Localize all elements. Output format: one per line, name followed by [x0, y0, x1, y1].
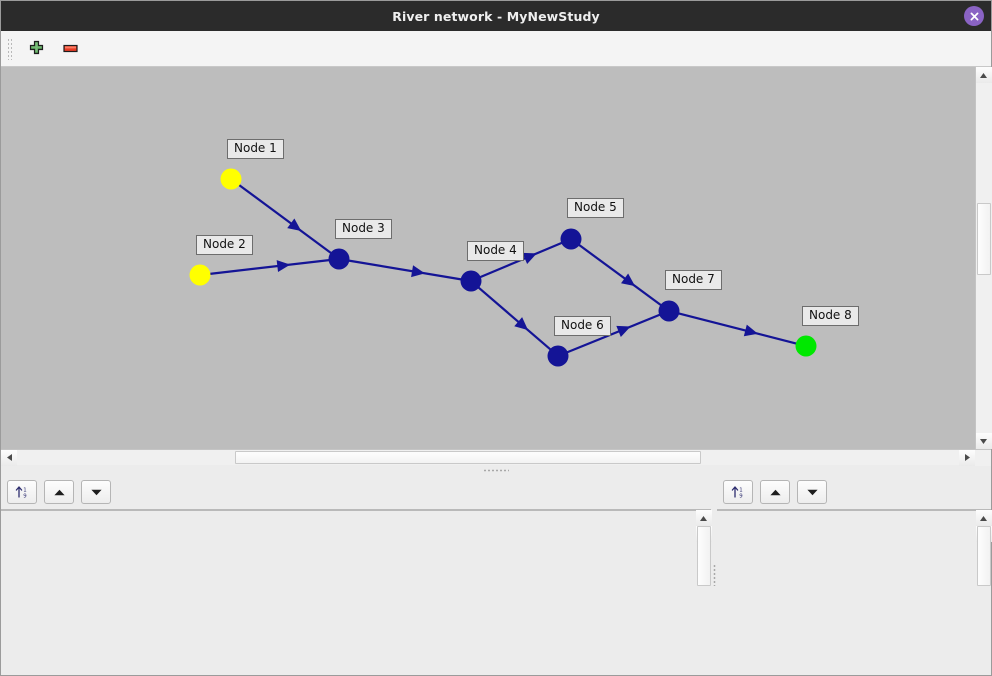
canvas-hscroll-thumb[interactable] [235, 450, 701, 464]
node-pane-toolbar: 1 9 [717, 475, 991, 509]
close-icon[interactable] [964, 6, 984, 26]
network-graph-svg [189, 168, 817, 367]
node-vscroll-thumb[interactable] [976, 526, 991, 586]
scroll-right-arrow-icon[interactable] [959, 449, 975, 466]
branch-move-up-icon[interactable] [44, 480, 74, 504]
graph-node[interactable] [658, 300, 680, 322]
remove-node-icon[interactable] [57, 36, 83, 62]
network-canvas-area: Node 1 Node 2 Node 3 Node 4 Node 5 Node 6 Node… [1, 67, 992, 466]
canvas-vscroll-thumb[interactable] [976, 203, 991, 275]
graph-node-label[interactable]: Node 6 [554, 316, 611, 337]
svg-text:1: 1 [23, 487, 26, 493]
graph-node[interactable] [328, 248, 350, 270]
horizontal-splitter[interactable] [1, 465, 991, 475]
splitter-grip-icon [483, 468, 509, 472]
graph-edge[interactable] [238, 184, 332, 254]
node-scroll-up-arrow-icon[interactable] [975, 510, 992, 526]
graph-node[interactable] [547, 345, 569, 367]
scroll-down-arrow-icon[interactable] [975, 433, 992, 449]
graph-node-label[interactable]: Node 7 [665, 270, 722, 291]
graph-node[interactable] [220, 168, 242, 190]
scroll-left-arrow-icon[interactable] [1, 449, 17, 466]
branch-pane-footer [1, 511, 711, 675]
add-node-icon[interactable] [23, 36, 49, 62]
vertical-splitter-grip-icon [712, 564, 716, 586]
svg-text:1: 1 [739, 487, 742, 493]
graph-edge-arrow-icon [287, 218, 302, 232]
node-move-down-icon[interactable] [797, 480, 827, 504]
window-title: River network - MyNewStudy [392, 8, 600, 24]
canvas-vscroll-track[interactable] [975, 83, 992, 433]
graph-node[interactable] [189, 264, 211, 286]
branch-sort-icon[interactable]: 1 9 [7, 480, 37, 504]
main-toolbar [1, 31, 991, 67]
graph-edge[interactable] [578, 244, 662, 306]
graph-node[interactable] [460, 270, 482, 292]
graph-edge[interactable] [348, 259, 462, 281]
graph-edge[interactable] [209, 259, 330, 275]
graph-node-label[interactable]: Node 1 [227, 139, 284, 160]
window-titlebar: River network - MyNewStudy [1, 1, 991, 31]
graph-edge[interactable] [477, 286, 552, 351]
scroll-corner [975, 449, 991, 466]
graph-edge[interactable] [678, 312, 797, 345]
branch-pane-toolbar: 1 9 [1, 475, 711, 509]
graph-edge-arrow-icon [616, 325, 631, 338]
graph-edge-arrow-icon [514, 317, 529, 331]
branch-scroll-up-arrow-icon[interactable] [695, 510, 712, 526]
node-move-up-icon[interactable] [760, 480, 790, 504]
canvas-horizontal-scrollbar[interactable] [1, 449, 991, 466]
canvas-vertical-scrollbar[interactable] [975, 67, 992, 449]
network-graph-canvas[interactable]: Node 1 Node 2 Node 3 Node 4 Node 5 Node 6 Node… [1, 67, 975, 449]
node-pane-footer [717, 511, 991, 675]
graph-edge-arrow-icon [411, 265, 425, 278]
node-table-wrap: NameType Node 1upstreamNode 2upstreamNod… [717, 509, 992, 586]
graph-node[interactable] [795, 335, 817, 357]
vertical-splitter[interactable] [711, 475, 717, 675]
node-pane: 1 9 NameType Node 1upstreamNode 2upstre [717, 475, 992, 675]
svg-text:9: 9 [739, 494, 743, 500]
canvas-hscroll-track[interactable] [17, 450, 959, 466]
svg-text:9: 9 [23, 494, 27, 500]
graph-edge-arrow-icon [621, 273, 636, 287]
graph-node-label[interactable]: Node 5 [567, 198, 624, 219]
graph-node-label[interactable]: Node 3 [335, 219, 392, 240]
graph-edge-arrow-icon [743, 324, 758, 337]
graph-node-label[interactable]: Node 4 [467, 241, 524, 262]
toolbar-grip[interactable] [7, 37, 12, 60]
scroll-up-arrow-icon[interactable] [975, 67, 992, 83]
graph-node[interactable] [560, 228, 582, 250]
graph-edge[interactable] [566, 313, 661, 354]
branch-move-down-icon[interactable] [81, 480, 111, 504]
graph-edge-arrow-icon [522, 252, 537, 264]
branch-vscroll-thumb[interactable] [696, 526, 711, 586]
graph-node-label[interactable]: Node 2 [196, 235, 253, 256]
node-sort-icon[interactable]: 1 9 [723, 480, 753, 504]
graph-node-label[interactable]: Node 8 [802, 306, 859, 327]
graph-edge-arrow-icon [276, 260, 291, 273]
